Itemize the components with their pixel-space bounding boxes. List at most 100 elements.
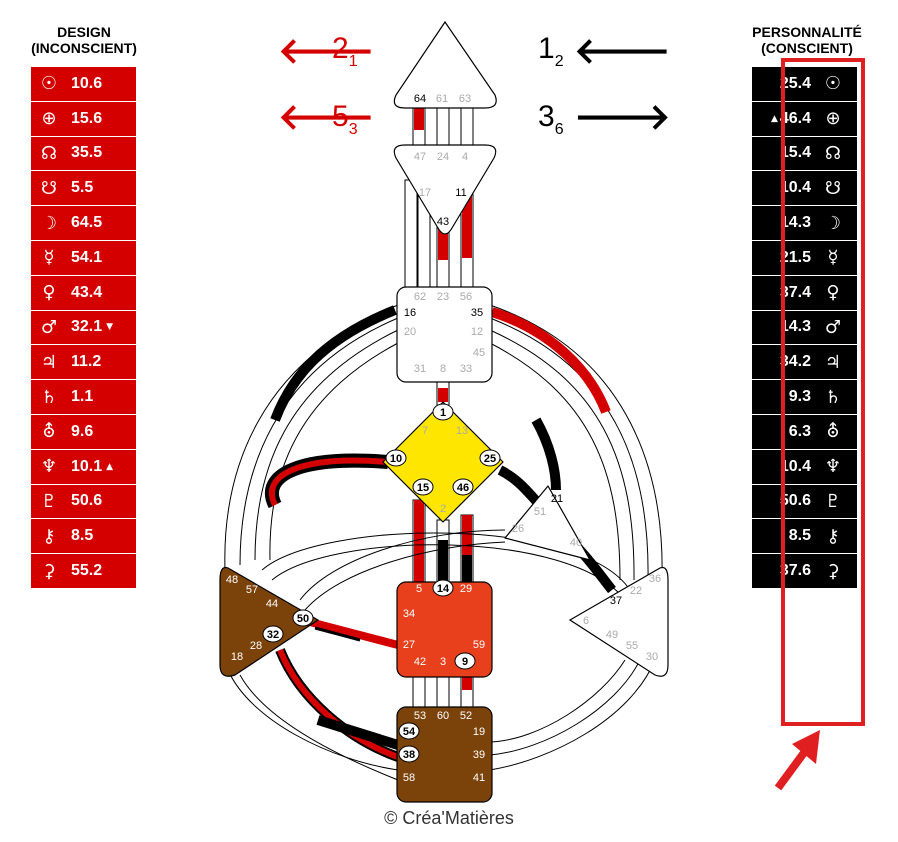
- north-node-icon: ☊: [41, 142, 57, 164]
- gate-30-label: 30: [646, 651, 658, 663]
- gate-62-label: 62: [414, 291, 426, 303]
- gate-5-label: 5: [416, 583, 422, 595]
- gate-55-label: 55: [626, 640, 638, 652]
- venus-icon: ♀: [826, 282, 840, 304]
- gate-12-label: 12: [471, 326, 483, 338]
- gate-54-label: 54: [403, 726, 416, 738]
- gate-46-active-marker: [452, 478, 474, 496]
- gate-17-label: 17: [419, 187, 431, 199]
- venus-icon: ♀: [42, 282, 56, 304]
- personality-bottom-arrow-num: 3: [538, 100, 555, 133]
- heart-center: [504, 485, 591, 561]
- gate-9-label: 9: [462, 656, 468, 668]
- solar-plexus-center: [568, 566, 669, 677]
- design-bottom-arrow-label: 53: [332, 100, 358, 138]
- south-node-icon: ☋: [825, 177, 841, 199]
- design-planet-value: 50.6: [71, 492, 103, 510]
- channel-throat-spleen-arcs: [224, 304, 399, 571]
- personality-planet-value: 34.2: [779, 353, 811, 371]
- gate-57-label: 57: [246, 584, 258, 596]
- design-title-line1: DESIGN: [57, 24, 111, 40]
- gate-20-label: 20: [404, 326, 416, 338]
- design-title: DESIGN (INCONSCIENT): [24, 24, 144, 56]
- gate-63-label: 63: [459, 93, 471, 105]
- gate-36-label: 36: [649, 573, 661, 585]
- gate-47-label: 47: [414, 151, 426, 163]
- gate-6-label: 6: [583, 615, 589, 627]
- uranus-icon: ⛢: [826, 421, 840, 443]
- personality-planet-row: 10.4♆: [752, 449, 857, 485]
- mars-icon: ♂: [40, 316, 58, 338]
- design-planet-row: ♃11.2: [31, 345, 136, 381]
- gate-58-label: 58: [403, 772, 415, 784]
- personality-top-arrow-num: 1: [538, 32, 555, 65]
- design-planet-row: ♀43.4: [31, 275, 136, 311]
- gate-25-label: 25: [484, 453, 496, 465]
- gate-29-label: 29: [460, 583, 472, 595]
- gate-37-label: 37: [610, 595, 622, 607]
- gate-25-active-marker: [479, 449, 501, 467]
- design-planet-value: 54.1: [71, 248, 103, 266]
- design-planet-value: 11.2: [71, 353, 102, 371]
- personality-planet-value: 50.6: [779, 492, 811, 510]
- design-bottom-arrow-num: 5: [332, 100, 349, 133]
- throat-center: [396, 286, 493, 383]
- gate-15-active-marker: [412, 478, 434, 496]
- neptune-icon: ♆: [40, 456, 58, 478]
- gate-13-label: 13: [456, 425, 468, 437]
- personality-title-line2: (CONSCIENT): [761, 40, 853, 56]
- gate-10-label: 10: [390, 453, 402, 465]
- gate-44-label: 44: [266, 598, 278, 610]
- personality-planet-row: 8.5⚷: [752, 519, 857, 555]
- design-planet-row: ♂32.1▼: [31, 310, 136, 346]
- design-top-arrow-icon: 🡐: [278, 31, 375, 72]
- channel-10-57: [264, 453, 389, 509]
- gate-14-label: 14: [437, 583, 450, 595]
- personality-bottom-arrow-label: 36: [538, 100, 564, 138]
- design-planet-row: ⛢9.6: [31, 415, 136, 450]
- gate-42-label: 42: [414, 656, 426, 668]
- gate-1-label: 1: [440, 407, 446, 419]
- gate-60-label: 60: [437, 710, 449, 722]
- gate-48-label: 48: [226, 574, 238, 586]
- gate-35-label: 35: [471, 307, 483, 319]
- channel-50-27: [308, 618, 400, 649]
- personality-planet-column: 25.4☉▲46.4⊕15.4☊10.4☋14.3☽21.5☿37.4♀14.3…: [752, 67, 857, 719]
- gate-22-label: 22: [630, 585, 642, 597]
- earth-icon: ⊕: [41, 108, 57, 130]
- personality-planet-value: 25.4: [779, 74, 811, 92]
- gate-43-label: 43: [437, 216, 449, 228]
- design-planet-value: 35.5: [71, 144, 103, 162]
- gate-49-label: 49: [606, 629, 618, 641]
- design-top-arrow-sub: 1: [348, 53, 358, 70]
- personality-planet-row: ▲46.4⊕: [752, 101, 857, 137]
- gate-24-label: 24: [437, 151, 449, 163]
- uranus-icon: ⛢: [42, 421, 56, 443]
- design-planet-value: 8.5: [71, 527, 94, 545]
- gate-45-label: 45: [473, 347, 485, 359]
- personality-planet-row: 10.4☋: [752, 171, 857, 207]
- gate-53-label: 53: [414, 710, 426, 722]
- gate-61-label: 61: [436, 93, 448, 105]
- gate-56-label: 56: [460, 291, 472, 303]
- moon-icon: ☽: [40, 212, 58, 234]
- jupiter-icon: ♃: [824, 351, 842, 373]
- design-planet-value: 32.1: [71, 318, 103, 336]
- channel-45-21-black: [531, 417, 561, 491]
- gate-51-label: 51: [534, 506, 546, 518]
- gate-64-label: 64: [414, 93, 426, 105]
- design-planet-row: ⊕15.6: [31, 101, 136, 137]
- design-bottom-arrow-icon: 🡐: [278, 97, 375, 138]
- root-center: [396, 706, 493, 803]
- pluto-icon: ♇: [40, 490, 58, 512]
- design-planet-row: ⚳55.2: [31, 554, 136, 589]
- design-top-arrow-label: 21: [332, 32, 358, 70]
- gate-7-label: 7: [422, 425, 428, 437]
- personality-planet-row: 37.4♀: [752, 275, 857, 311]
- design-planet-row: ☊ 35.5: [31, 136, 136, 172]
- design-planet-value: 55.2: [71, 562, 103, 580]
- gate-3-label: 3: [440, 656, 446, 668]
- personality-planet-row: 34.2 ♃: [752, 345, 857, 381]
- channel-35-36-red: [490, 307, 611, 414]
- gate-38-active-marker: [398, 745, 420, 763]
